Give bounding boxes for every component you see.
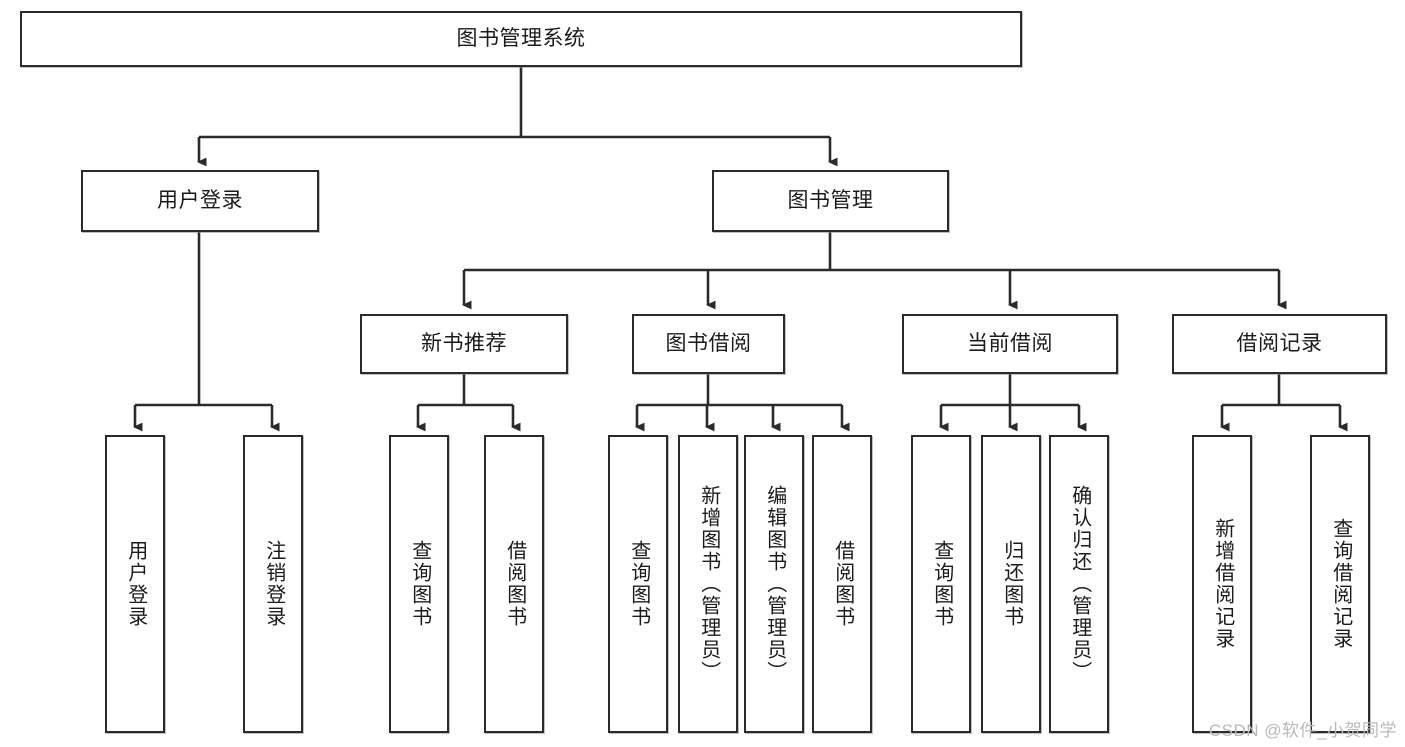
node-user-login[interactable]: 用户登录 xyxy=(81,170,319,232)
node-label: 借阅记录 xyxy=(1236,332,1323,356)
leaf-borrow-edit-book-admin[interactable]: 编辑图书（管理员） xyxy=(744,435,804,733)
node-label: 查询图书 xyxy=(627,540,650,628)
node-label: 图书借阅 xyxy=(665,332,752,356)
node-label: 借阅图书 xyxy=(503,540,526,628)
leaf-current-return-book[interactable]: 归还图书 xyxy=(981,435,1041,733)
csdn-watermark: CSDN @软件_小贺同学 xyxy=(1208,721,1397,740)
node-root-system[interactable]: 图书管理系统 xyxy=(20,11,1022,67)
leaf-recommend-query-book[interactable]: 查询图书 xyxy=(389,435,449,733)
node-book-management[interactable]: 图书管理 xyxy=(712,170,949,232)
node-label: 新增图书（管理员） xyxy=(697,485,720,683)
leaf-user-login-login[interactable]: 用户登录 xyxy=(105,435,165,733)
leaf-current-confirm-return-admin[interactable]: 确认归还（管理员） xyxy=(1049,435,1109,733)
leaf-borrow-add-book-admin[interactable]: 新增图书（管理员） xyxy=(678,435,738,733)
node-label: 新书推荐 xyxy=(421,332,507,356)
node-label: 用户登录 xyxy=(124,540,147,628)
node-label: 确认归还（管理员） xyxy=(1068,485,1091,683)
node-label: 查询借阅记录 xyxy=(1329,518,1352,650)
leaf-borrow-query-book[interactable]: 查询图书 xyxy=(608,435,668,733)
node-label: 用户登录 xyxy=(157,189,243,213)
node-new-book-recommend[interactable]: 新书推荐 xyxy=(360,314,568,374)
leaf-borrow-borrow-book[interactable]: 借阅图书 xyxy=(812,435,872,733)
leaf-current-query-book[interactable]: 查询图书 xyxy=(911,435,971,733)
leaf-user-login-logout[interactable]: 注销登录 xyxy=(243,435,303,733)
node-label: 注销登录 xyxy=(262,540,285,628)
node-label: 归还图书 xyxy=(1000,540,1023,628)
node-borrow-record[interactable]: 借阅记录 xyxy=(1172,314,1387,374)
node-label: 当前借阅 xyxy=(967,332,1053,356)
node-book-borrow[interactable]: 图书借阅 xyxy=(632,314,785,374)
leaf-recommend-borrow-book[interactable]: 借阅图书 xyxy=(484,435,544,733)
node-label: 查询图书 xyxy=(408,540,431,628)
leaf-record-add-record[interactable]: 新增借阅记录 xyxy=(1192,435,1252,733)
node-label: 编辑图书（管理员） xyxy=(763,485,786,683)
node-label: 查询图书 xyxy=(930,540,953,628)
node-current-borrow[interactable]: 当前借阅 xyxy=(902,314,1118,374)
node-label: 借阅图书 xyxy=(831,540,854,628)
node-label: 新增借阅记录 xyxy=(1211,518,1234,650)
node-label: 图书管理系统 xyxy=(456,27,586,51)
leaf-record-query-record[interactable]: 查询借阅记录 xyxy=(1310,435,1370,733)
node-label: 图书管理 xyxy=(787,189,874,213)
